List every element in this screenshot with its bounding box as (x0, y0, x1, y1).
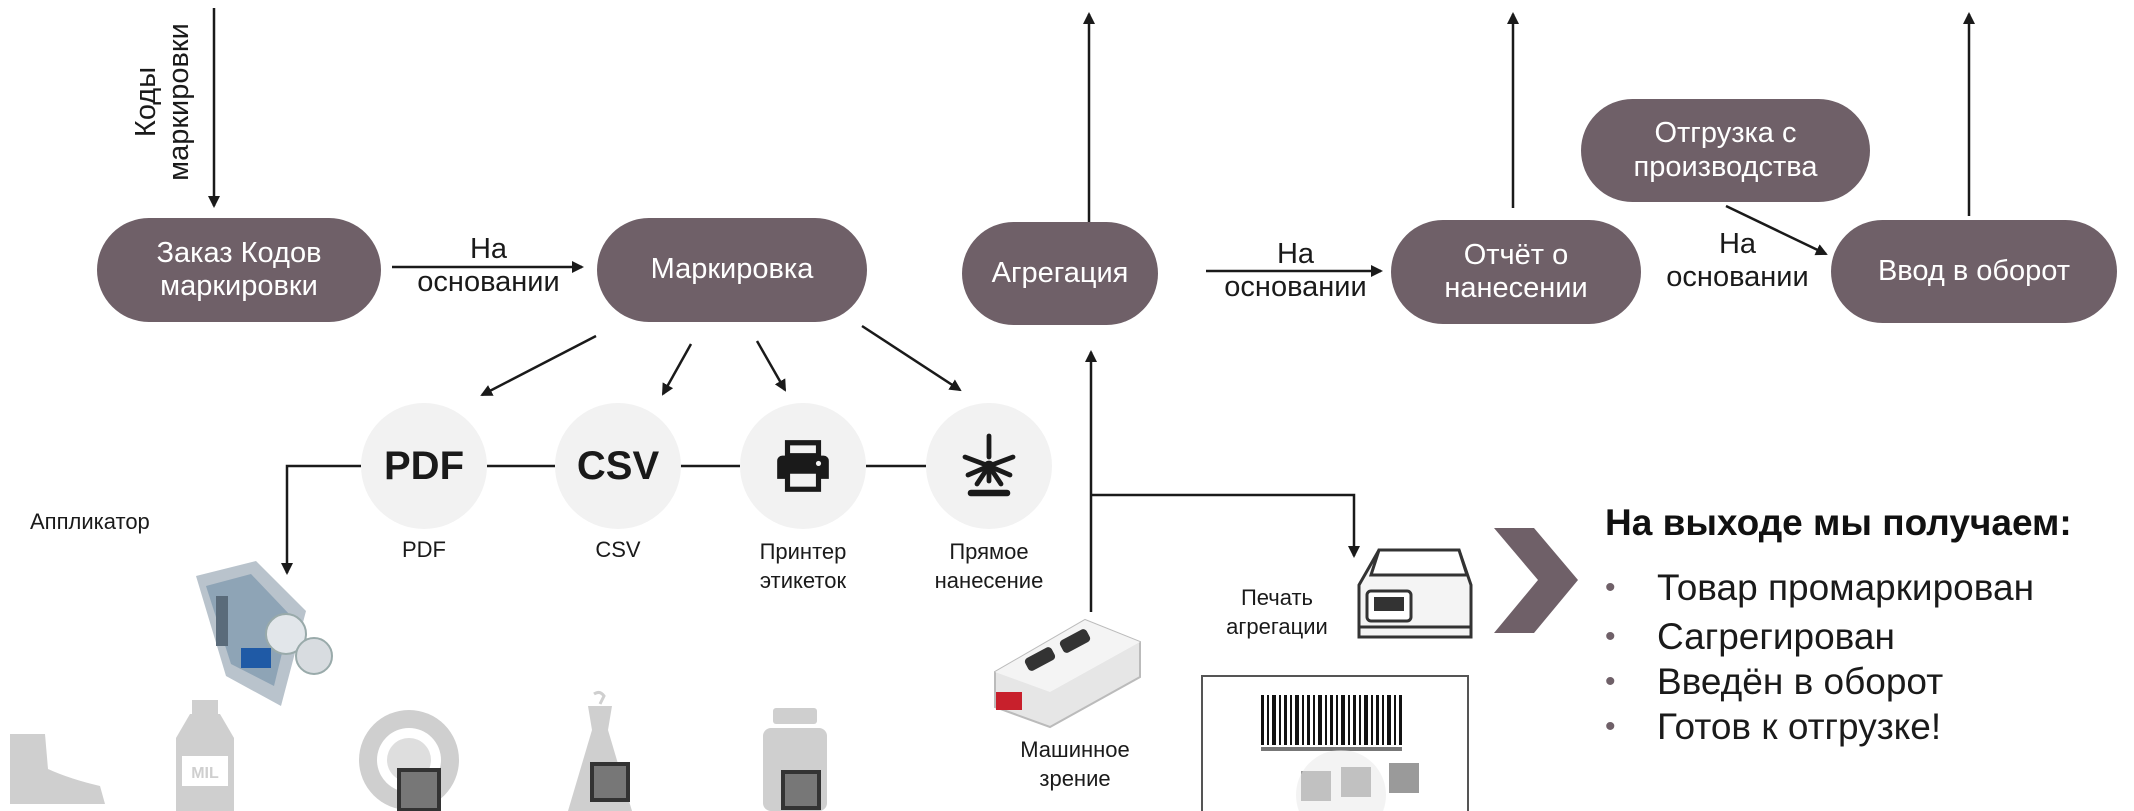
camera-scanner-image (994, 618, 1141, 729)
tire-icon (359, 710, 459, 811)
arrow-to-direct (861, 324, 962, 392)
node-otgruzka: Отгрузка с производства (1581, 99, 1870, 202)
applicator-label: Аппликатор (30, 509, 150, 534)
node-markirovka: Маркировка (597, 218, 867, 322)
label-na-osnovanii-3: На основании (1666, 228, 1809, 294)
pdf-format-icon: PDF (384, 443, 464, 488)
svg-text:MIL: MIL (191, 765, 219, 782)
chevron-right-icon (1494, 528, 1578, 633)
applicator-image (196, 561, 333, 706)
node-agregaciya: Агрегация (962, 222, 1158, 325)
vision-label: Машинное зрение (1020, 737, 1130, 791)
arrow-otgruzka-vvod (1725, 204, 1828, 256)
node-zakaz-kodov: Заказ Кодов маркировки (97, 218, 381, 322)
printer-label: Принтер этикеток (759, 539, 847, 593)
arrow-pdf-applicator (281, 464, 361, 575)
printer-circle (740, 403, 866, 529)
result-title: На выходе мы получаем: (1605, 502, 2072, 543)
result-item: Товар промаркирован (1605, 565, 2034, 610)
arrow-to-agg-printer (1091, 493, 1360, 558)
label-na-osnovanii-1: На основании (417, 233, 560, 299)
label-printer-image (1357, 548, 1473, 639)
arrow-to-pdf (480, 334, 597, 397)
result-item: Готов к отгрузке! (1605, 704, 2034, 749)
csv-circle: CSV (555, 403, 681, 529)
csv-format-icon: CSV (576, 443, 660, 488)
bottle-icon: MIL (176, 700, 234, 811)
node-vvod-v-oborot: Ввод в оборот (1831, 220, 2117, 323)
result-item: Введён в оборот (1605, 659, 2034, 704)
label-codes: Коды маркировки (130, 23, 196, 181)
dress-icon (568, 690, 632, 811)
printer-icon (777, 440, 829, 492)
csv-label: CSV (595, 537, 641, 562)
result-item: Сагрегирован (1605, 614, 2034, 659)
barcode-label-image (1201, 675, 1469, 811)
label-na-osnovanii-2: На основании (1224, 238, 1367, 304)
pdf-circle: PDF (361, 403, 487, 529)
result-list: Товар промаркирован Сагрегирован Введён … (1605, 565, 2034, 749)
pdf-label: PDF (402, 537, 446, 562)
node-otchet: Отчёт о нанесении (1391, 220, 1641, 324)
arrow-to-printer (755, 340, 787, 392)
direct-circle (926, 403, 1052, 529)
laser-icon (962, 433, 1016, 497)
agg-print-label: Печать агрегации (1226, 585, 1328, 639)
arrow-to-csv (661, 343, 693, 396)
jar-icon (763, 708, 827, 811)
shoe-icon (10, 734, 105, 804)
direct-label: Прямое нанесение (934, 539, 1044, 593)
